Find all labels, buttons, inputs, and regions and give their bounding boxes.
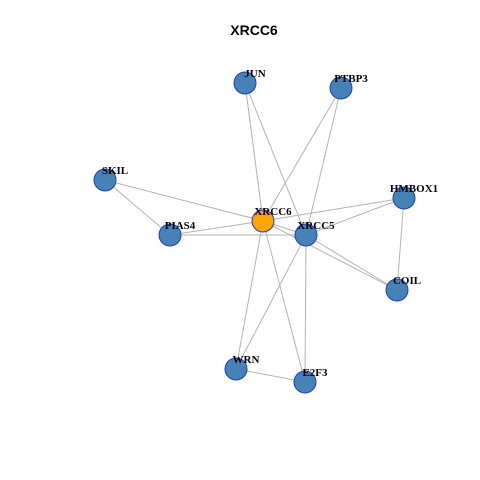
- node-ptbp3[interactable]: PTBP3: [329, 73, 368, 100]
- edge-xrcc6-e2f3: [262, 220, 306, 383]
- node-circle-xrcc5[interactable]: [294, 223, 318, 247]
- edge-xrcc6-wrn: [235, 220, 264, 370]
- node-circle-pias4[interactable]: [158, 223, 182, 247]
- edge-skil-pias4: [104, 179, 171, 236]
- node-xrcc6[interactable]: XRCC6: [251, 206, 292, 233]
- node-e2f3[interactable]: E2F3: [293, 367, 328, 394]
- node-label-skil: SKIL: [102, 165, 128, 177]
- edge-xrcc6-skil: [104, 179, 264, 222]
- edge-xrcc6-coil: [262, 220, 398, 291]
- edge-xrcc5-coil: [305, 234, 398, 291]
- node-jun[interactable]: JUN: [233, 68, 266, 95]
- node-circle-jun[interactable]: [233, 71, 257, 95]
- edge-wrn-e2f3: [235, 368, 306, 383]
- node-circle-e2f3[interactable]: [293, 370, 317, 394]
- edge-layer: [104, 82, 405, 383]
- node-circle-skil[interactable]: [93, 168, 117, 192]
- edge-xrcc5-hmbox1: [305, 197, 405, 236]
- node-xrcc5[interactable]: XRCC5: [294, 220, 335, 247]
- node-label-coil: COIL: [393, 275, 421, 287]
- node-label-e2f3: E2F3: [302, 367, 328, 379]
- node-circle-hmbox1[interactable]: [392, 186, 416, 210]
- edge-jun-xrcc5: [244, 82, 307, 236]
- graph-title: XRCC6: [230, 22, 278, 38]
- node-skil[interactable]: SKIL: [93, 165, 128, 192]
- node-label-wrn: WRN: [233, 354, 260, 366]
- node-label-jun: JUN: [244, 68, 265, 80]
- node-hmbox1[interactable]: HMBOX1: [390, 183, 438, 210]
- node-coil[interactable]: COIL: [385, 275, 421, 302]
- node-label-ptbp3: PTBP3: [334, 73, 368, 85]
- edge-xrcc6-jun: [244, 82, 264, 222]
- node-pias4[interactable]: PIAS4: [158, 220, 196, 247]
- edge-xrcc5-e2f3: [304, 234, 307, 383]
- edge-xrcc5-wrn: [235, 234, 307, 370]
- node-label-hmbox1: HMBOX1: [390, 183, 438, 195]
- node-circle-xrcc6[interactable]: [251, 209, 275, 233]
- node-wrn[interactable]: WRN: [224, 354, 260, 381]
- edge-xrcc6-pias4: [169, 220, 264, 236]
- node-label-xrcc5: XRCC5: [297, 220, 335, 232]
- node-circle-wrn[interactable]: [224, 357, 248, 381]
- edge-hmbox1-coil: [396, 197, 405, 291]
- node-circle-coil[interactable]: [385, 278, 409, 302]
- edge-xrcc6-ptbp3: [262, 87, 342, 222]
- node-label-xrcc6: XRCC6: [254, 206, 292, 218]
- edge-xrcc6-hmbox1: [262, 197, 405, 222]
- node-label-pias4: PIAS4: [165, 220, 196, 232]
- edge-ptbp3-xrcc5: [305, 87, 342, 236]
- node-circle-ptbp3[interactable]: [329, 76, 353, 100]
